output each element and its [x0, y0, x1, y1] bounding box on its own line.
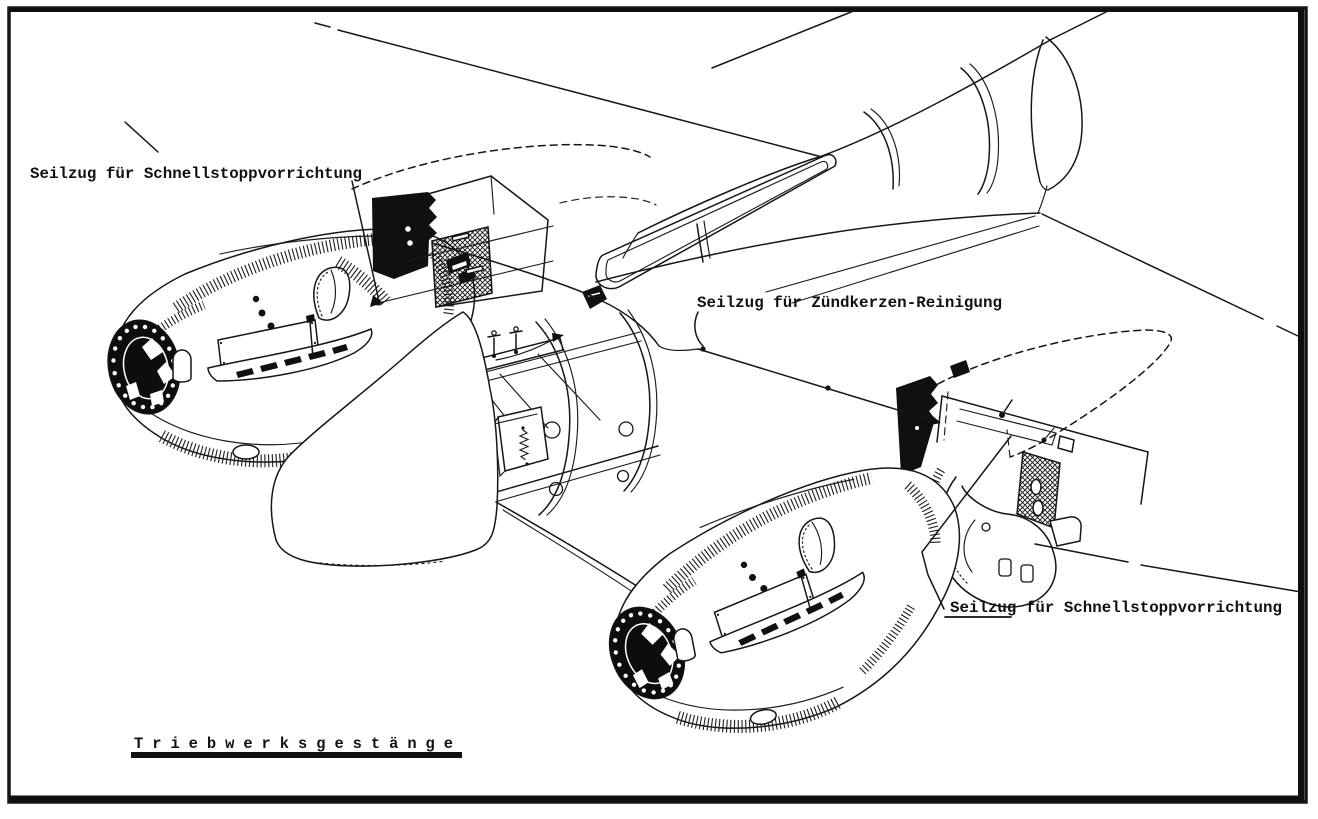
- control-levers: [487, 326, 523, 358]
- fuselage-tail: [595, 10, 1109, 304]
- nose-fairing: [270, 311, 641, 596]
- control-cables: [375, 225, 941, 426]
- figure-title: Triebwerksgestänge: [134, 735, 462, 753]
- title-underline: [131, 752, 462, 758]
- label-leader-lines: [351, 180, 1012, 618]
- label-sparkplug-cleaning-cable: Seilzug für Zündkerzen-Reinigung: [697, 294, 1002, 312]
- annotations: Seilzug für Schnellstoppvorrichtung Seil…: [30, 165, 1282, 758]
- control-box: [497, 406, 549, 472]
- firewall-panel: [372, 192, 437, 279]
- label-quickstop-cable-left: Seilzug für Schnellstoppvorrichtung: [30, 165, 362, 183]
- turnbuckle: [465, 265, 484, 275]
- label-quickstop-cable-right: Seilzug für Schnellstoppvorrichtung: [950, 599, 1282, 617]
- return-spring: [518, 429, 530, 461]
- turnbuckle: [451, 232, 470, 242]
- wing-outline-lines: [124, 9, 1302, 593]
- right-firewall-panel: [896, 376, 938, 475]
